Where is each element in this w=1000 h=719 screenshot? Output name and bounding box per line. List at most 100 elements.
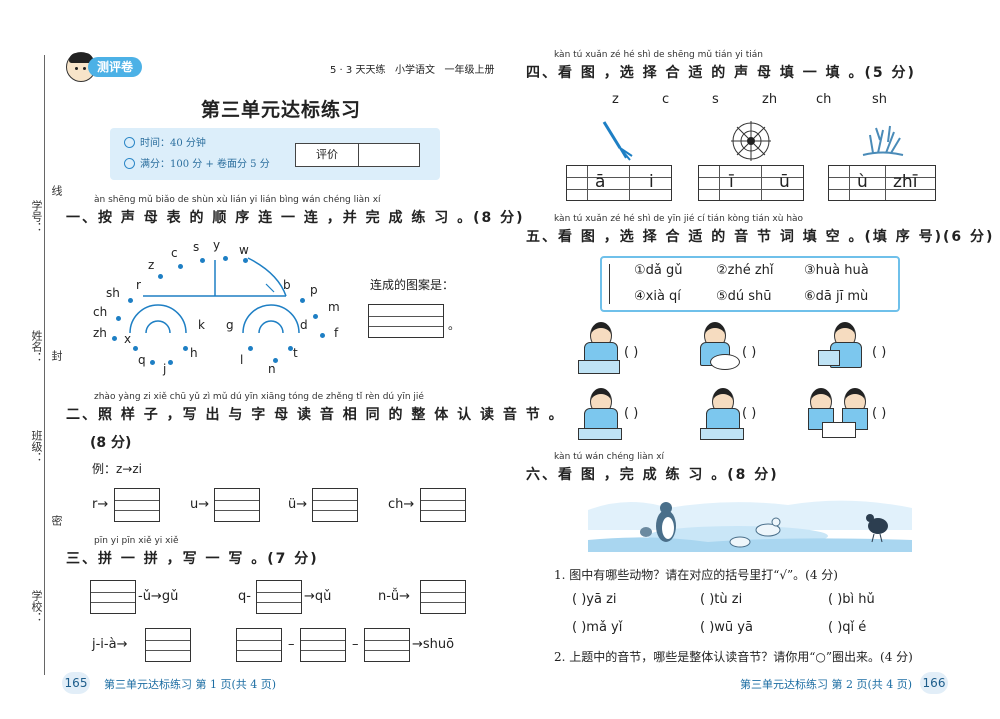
children-chess-image — [808, 388, 870, 440]
q6-opt-crow[interactable]: ( )wū yā — [700, 620, 753, 635]
animals-scene-image — [588, 490, 912, 552]
xuexiao-label: 学校： — [30, 590, 43, 623]
letter-w: w — [239, 243, 249, 257]
q5-blank-1[interactable]: ( ) — [624, 345, 639, 360]
q3-box-3[interactable] — [420, 580, 466, 614]
dot — [158, 274, 163, 279]
dot — [178, 264, 183, 269]
q5-blank-3[interactable]: ( ) — [872, 345, 887, 360]
spiderweb-icon — [731, 121, 771, 161]
q4-final-3b: zhī — [893, 172, 918, 192]
q5-blank-2[interactable]: ( ) — [742, 345, 757, 360]
q4-title: 四、看 图 ，选 择 合 适 的 声 母 填 一 填 。(5 分) — [526, 65, 916, 81]
q6-opt-penguin[interactable]: ( )qǐ é — [828, 620, 867, 635]
dot — [273, 358, 278, 363]
q4-box-3[interactable]: ù zhī — [828, 165, 936, 201]
page-title: 第三单元达标练习 — [201, 99, 362, 121]
child-paperfold-image — [578, 388, 622, 440]
q5-blank-5[interactable]: ( ) — [742, 406, 757, 421]
q6-opt-ant[interactable]: ( )mǎ yǐ — [572, 620, 623, 635]
q6-pinyin: kàn tú wán chéng liàn xí — [554, 452, 665, 462]
initial-z: z — [612, 92, 619, 107]
eval-box[interactable]: 评价 — [295, 143, 420, 167]
letter-d: d — [300, 318, 308, 332]
q2-item-u: u→ — [190, 497, 210, 512]
q5-option-box: ①dǎ gǔ ②zhé zhǐ ③huà huà ④xià qí ⑤dú shū… — [600, 256, 900, 312]
feng-label: 封 — [50, 350, 63, 361]
coral-icon — [862, 125, 904, 156]
dot — [200, 258, 205, 263]
q1-answer-box[interactable] — [368, 304, 444, 338]
q5-opt-1: ①dǎ gǔ — [634, 263, 683, 278]
dot — [128, 298, 133, 303]
q3-box-1[interactable] — [90, 580, 136, 614]
q4-box-1[interactable]: ā i — [566, 165, 672, 201]
q2-item-ch: ch→ — [388, 497, 415, 512]
letter-t: t — [293, 346, 298, 360]
clock-icon — [124, 137, 135, 148]
letter-q: q — [138, 353, 146, 367]
car-outline — [129, 257, 300, 334]
q2-box-ch[interactable] — [420, 488, 466, 522]
letter-l: l — [240, 353, 244, 367]
footer-left-text: 第三单元达标练习 第 1 页(共 4 页) — [104, 678, 277, 691]
banji-label: 班级： — [30, 430, 43, 463]
letter-sh: sh — [106, 286, 120, 300]
q3-box-7[interactable] — [364, 628, 410, 662]
q5-blank-4[interactable]: ( ) — [624, 406, 639, 421]
q3-box-5[interactable] — [236, 628, 282, 662]
q2-item-v: ü→ — [288, 497, 308, 512]
dot — [183, 346, 188, 351]
dash: – — [288, 637, 295, 652]
xian-label: 线 — [50, 185, 63, 196]
q2-box-r[interactable] — [114, 488, 160, 522]
q4-box-2[interactable]: ī ū — [698, 165, 804, 201]
q3-item-3: →qǔ — [304, 589, 332, 604]
letter-n: n — [268, 362, 276, 376]
q3-item-2: q- — [238, 589, 251, 604]
q2-item-r: r→ — [92, 497, 109, 512]
q6-opt-duck[interactable]: ( )yā zi — [572, 592, 617, 607]
dot — [150, 360, 155, 365]
q3-box-2[interactable] — [256, 580, 302, 614]
q3-box-6[interactable] — [300, 628, 346, 662]
q4-final-3a: ù — [857, 172, 868, 192]
eval-label: 评价 — [296, 144, 359, 166]
letter-m: m — [328, 300, 340, 314]
footer-right-text: 第三单元达标练习 第 2 页(共 4 页) — [740, 678, 913, 691]
q3-title: 三、拼 一 拼 ，写 一 写 。(7 分) — [66, 551, 319, 567]
q5-opt-3: ③huà huà — [804, 263, 869, 278]
q4-final-1b: i — [649, 172, 654, 192]
q3-box-4[interactable] — [145, 628, 191, 662]
check-icon — [124, 158, 135, 169]
letter-p: p — [310, 283, 318, 297]
time-text: 时间：40 分钟 — [140, 138, 206, 149]
mi-label: 密 — [50, 515, 63, 526]
letter-ch: ch — [93, 305, 108, 319]
q3-item-1: -ǔ→gǔ — [138, 589, 179, 604]
initial-s: s — [712, 92, 719, 107]
dot — [300, 298, 305, 303]
initial-sh: sh — [872, 92, 888, 107]
q2-example: 例：z→zi — [92, 462, 142, 476]
q1-figure: y s w c z r b sh p m ch k g d zh f x h t… — [88, 238, 368, 376]
q5-title: 五、看 图 ，选 择 合 适 的 音 节 词 填 空 。(填 序 号)(6 分) — [526, 229, 995, 245]
period: 。 — [448, 318, 461, 332]
dot — [223, 256, 228, 261]
q4-final-1a: ā — [595, 172, 606, 192]
q6-opt-rabbit[interactable]: ( )tù zi — [700, 592, 743, 607]
q4-pinyin: kàn tú xuǎn zé hé shì de shēng mǔ tián y… — [554, 50, 764, 60]
score-text: 满分：100 分 + 卷面分 5 分 — [140, 159, 270, 170]
q1-pinyin: àn shēng mǔ biǎo de shùn xù lián yi lián… — [94, 195, 381, 205]
initial-ch: ch — [816, 92, 832, 107]
q2-box-v[interactable] — [312, 488, 358, 522]
q4-final-2b: ū — [779, 172, 790, 192]
q2-box-u[interactable] — [214, 488, 260, 522]
q6-opt-gecko[interactable]: ( )bì hǔ — [828, 592, 875, 607]
q5-blank-6[interactable]: ( ) — [872, 406, 887, 421]
child-drawing-image — [700, 388, 744, 440]
child-drum-image — [692, 322, 740, 374]
dot — [313, 314, 318, 319]
q6-sub2: 2. 上题中的音节，哪些是整体认读音节？请你用“○”圈出来。(4 分) — [554, 650, 913, 664]
dot — [112, 336, 117, 341]
